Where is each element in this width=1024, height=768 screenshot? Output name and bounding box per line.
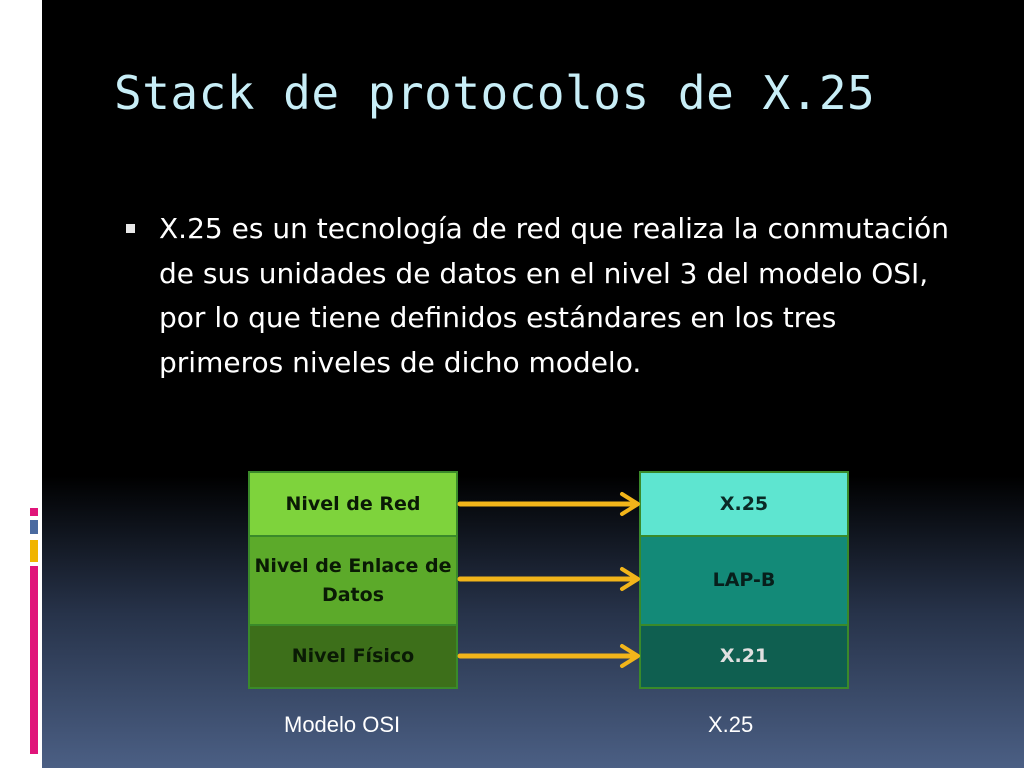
accent-stripe-pink: [30, 508, 38, 516]
slide: Stack de protocolos de X.25 X.25 es un t…: [42, 0, 1024, 768]
bullet-text: X.25 es un tecnología de red que realiza…: [159, 212, 949, 379]
osi-layer-enlace: Nivel de Enlace de Datos: [248, 535, 458, 626]
accent-stripe-blue: [30, 520, 38, 534]
x25-layer-x25-label: X.25: [719, 492, 769, 515]
osi-layer-red-label: Nivel de Red: [285, 492, 421, 515]
x25-layer-x21: X.21: [639, 624, 849, 689]
arrow-fisico-to-x21: [457, 644, 640, 668]
slide-title: Stack de protocolos de X.25: [114, 66, 876, 120]
x25-layer-lapb: LAP-B: [639, 535, 849, 626]
x25-caption: X.25: [708, 712, 754, 737]
accent-stripe-yellow: [30, 540, 38, 562]
osi-layer-enlace-label: Nivel de Enlace de Datos: [254, 554, 452, 606]
accent-stripe-pink-long: [30, 566, 38, 754]
arrow-red-to-x25: [457, 492, 640, 516]
osi-layer-fisico: Nivel Físico: [248, 624, 458, 689]
x25-layer-lapb-label: LAP-B: [712, 569, 776, 591]
osi-caption: Modelo OSI: [284, 712, 401, 737]
bullet-marker: [126, 224, 135, 233]
x25-layer-x21-label: X.21: [719, 645, 769, 667]
osi-layer-fisico-label: Nivel Físico: [291, 645, 415, 667]
osi-layer-red: Nivel de Red: [248, 471, 458, 537]
x25-layer-x25: X.25: [639, 471, 849, 537]
left-accent-rail: [0, 0, 42, 768]
arrow-enlace-to-lapb: [457, 567, 640, 591]
